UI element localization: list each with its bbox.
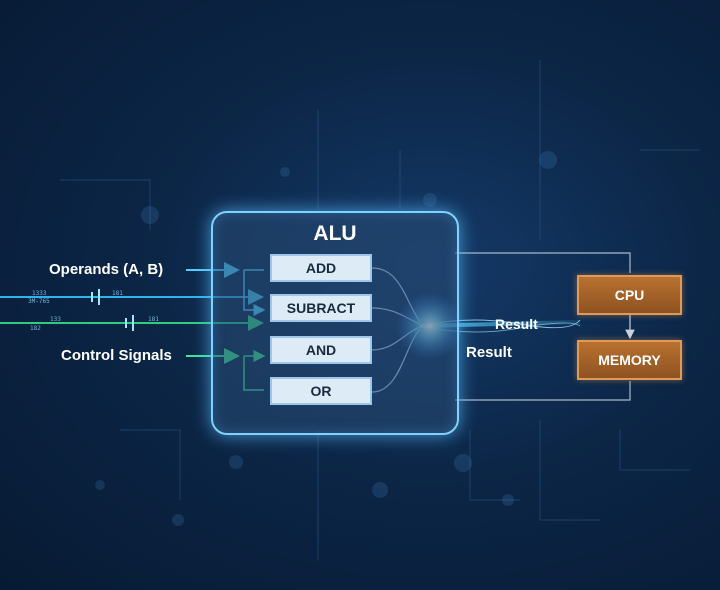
- alu-title: ALU: [313, 222, 357, 245]
- memory-box: MEMORY: [577, 340, 682, 380]
- background-bokeh-dots: [95, 151, 557, 526]
- operands-label: Operands (A, B): [49, 261, 164, 278]
- op-and: AND: [270, 336, 372, 364]
- result-label-lower: Result: [466, 344, 512, 361]
- bus-label-4: 133: [50, 316, 61, 323]
- op-subtract: SUBRACT: [270, 294, 372, 322]
- bus-label-1: 1333: [32, 290, 47, 297]
- bus-label-5: 182: [30, 325, 41, 332]
- bus-label-3: 181: [112, 290, 123, 297]
- result-label-upper: Result: [495, 316, 538, 332]
- cpu-box: CPU: [577, 275, 682, 315]
- destination-routing: [455, 252, 635, 401]
- bus-label-2: 3M-765: [28, 298, 50, 305]
- background-circuit-traces: [60, 60, 700, 560]
- op-or: OR: [270, 377, 372, 405]
- control-signals-label: Control Signals: [61, 347, 172, 364]
- op-add: ADD: [270, 254, 372, 282]
- inline-components: [91, 289, 134, 331]
- bus-label-6: 181: [148, 316, 159, 323]
